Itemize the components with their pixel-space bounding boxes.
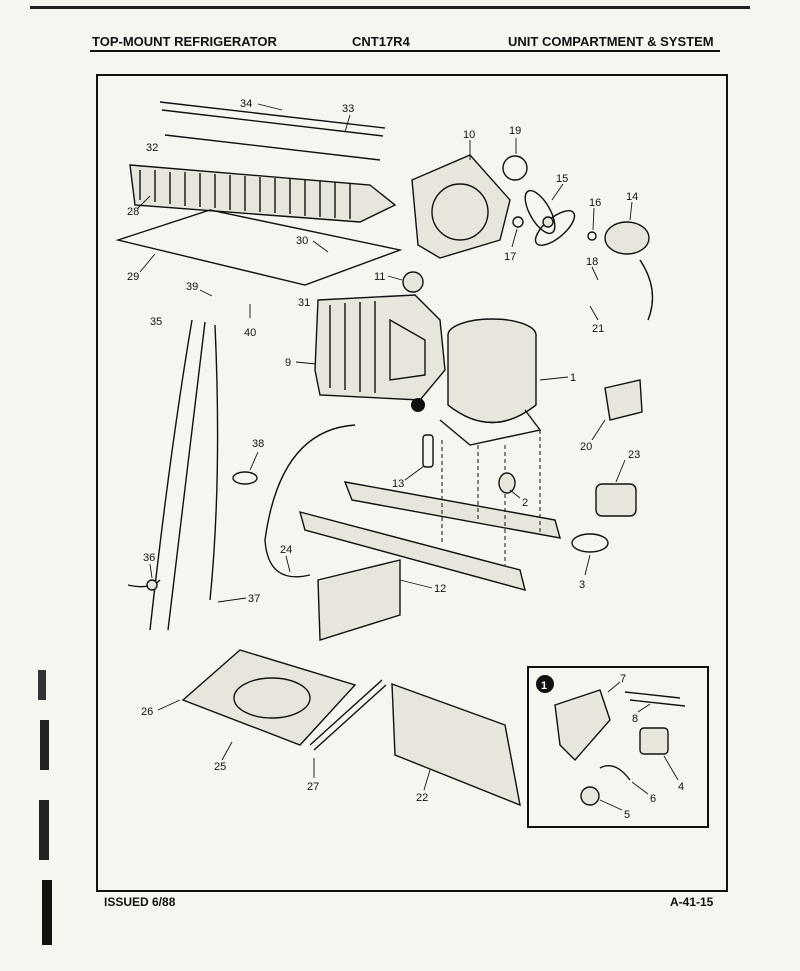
callout-30: 30 [296, 235, 308, 247]
callout-29: 29 [127, 271, 139, 283]
callout-33: 33 [342, 103, 354, 115]
callout-12: 12 [434, 583, 446, 595]
mounting-rails [298, 430, 561, 641]
inset-marker: 1 [541, 680, 547, 692]
callout-18: 18 [586, 256, 598, 268]
footer-page-number: A-41-15 [670, 895, 714, 909]
callout-37: 37 [248, 593, 260, 605]
callout-5: 5 [624, 809, 630, 821]
callout-16: 16 [589, 197, 601, 209]
callout-4: 4 [678, 781, 684, 793]
callout-11: 11 [374, 271, 385, 283]
callout-1: 1 [570, 372, 576, 384]
callout-19: 19 [509, 125, 521, 137]
header-title: TOP-MOUNT REFRIGERATOR [92, 34, 277, 49]
callout-34: 34 [240, 98, 252, 110]
callout-13: 13 [392, 478, 404, 490]
header-rule [90, 50, 720, 52]
callout-9: 9 [285, 357, 291, 369]
callout-17: 17 [504, 251, 516, 263]
callout-3: 3 [579, 579, 585, 591]
callout-38: 38 [252, 438, 264, 450]
fan-blade [524, 189, 576, 246]
callout-8: 8 [632, 713, 638, 725]
fan-shroud [411, 154, 511, 259]
evaporator [314, 294, 446, 401]
callout-14: 14 [626, 191, 638, 203]
callout-7: 7 [620, 673, 626, 685]
callout-20: 20 [580, 441, 592, 453]
callout-35: 35 [150, 316, 162, 328]
callout-23: 23 [628, 449, 640, 461]
inset-box [527, 666, 709, 828]
callout-10: 10 [463, 129, 475, 141]
callout-26: 26 [141, 706, 153, 718]
callout-22: 22 [416, 792, 428, 804]
callout-31: 31 [298, 297, 310, 309]
footer-issued: ISSUED 6/88 [104, 895, 176, 909]
header-section: UNIT COMPARTMENT & SYSTEM [508, 34, 714, 49]
scan-edge-marks [38, 670, 52, 945]
compressor [439, 318, 542, 446]
callout-27: 27 [307, 781, 319, 793]
callout-25: 25 [214, 761, 226, 773]
callout-15: 15 [556, 173, 568, 185]
callout-2: 2 [522, 497, 528, 509]
scan-edge-bar [30, 6, 750, 9]
header-model: CNT17R4 [352, 34, 410, 49]
callout-21: 21 [592, 323, 604, 335]
callout-24: 24 [280, 544, 292, 556]
condenser-coil [129, 101, 397, 223]
callout-28: 28 [127, 206, 139, 218]
relay [595, 483, 637, 517]
fan-motor [604, 221, 654, 321]
capacitor [604, 379, 643, 421]
access-cover [391, 682, 521, 807]
drain-pan [181, 649, 357, 746]
callout-39: 39 [186, 281, 198, 293]
callout-labels: 34 33 32 28 10 19 15 16 14 30 29 11 17 1… [127, 98, 684, 821]
callout-32: 32 [146, 142, 158, 154]
callout-36: 36 [143, 552, 155, 564]
callout-40: 40 [244, 327, 256, 339]
diagram-frame [96, 74, 728, 892]
drip-plate [115, 209, 403, 286]
callout-6: 6 [650, 793, 656, 805]
